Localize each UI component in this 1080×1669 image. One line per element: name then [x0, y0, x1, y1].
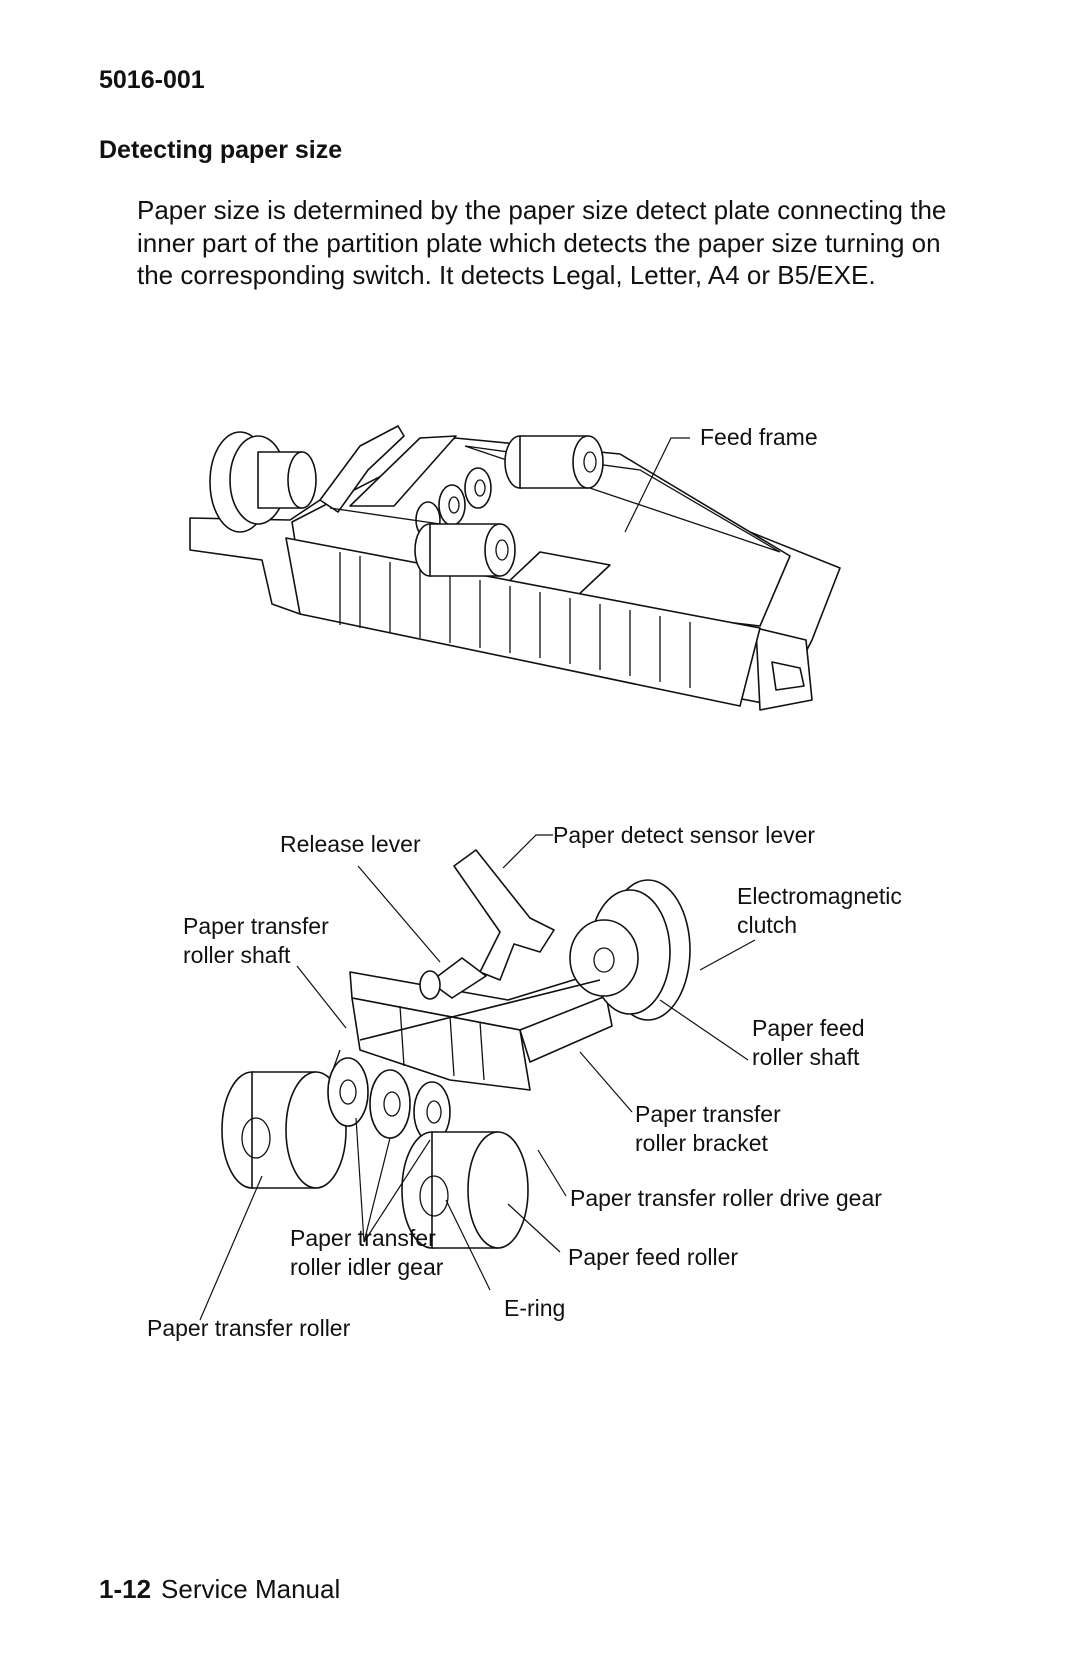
label-paper-transfer-roller-shaft-line1: Paper transfer: [183, 913, 329, 939]
body-paragraph: Paper size is determined by the paper si…: [137, 195, 947, 290]
label-paper-transfer-roller-bracket-line2: roller bracket: [635, 1130, 769, 1156]
page-footer: 1-12 Service Manual: [99, 1574, 340, 1605]
label-e-ring: E-ring: [504, 1295, 565, 1321]
label-release-lever: Release lever: [280, 831, 421, 857]
label-paper-transfer-roller-idler-gear-line2: roller idler gear: [290, 1254, 444, 1280]
label-electromagnetic-clutch-line2: clutch: [737, 912, 797, 938]
label-paper-detect-sensor-lever: Paper detect sensor lever: [553, 822, 815, 848]
paper-feed-roller-assembly-illustration: [221, 849, 691, 1249]
label-electromagnetic-clutch-line1: Electromagnetic: [737, 883, 902, 909]
feed-frame-illustration: [189, 425, 841, 711]
label-paper-transfer-roller-idler-gear-line1: Paper transfer: [290, 1225, 436, 1251]
label-feed-frame: Feed frame: [700, 424, 818, 450]
label-paper-transfer-roller-drive-gear: Paper transfer roller drive gear: [570, 1185, 882, 1211]
label-paper-transfer-roller-bracket-line1: Paper transfer: [635, 1101, 781, 1127]
label-paper-feed-roller-shaft-line2: roller shaft: [752, 1044, 860, 1070]
section-heading: Detecting paper size: [99, 136, 343, 164]
label-paper-feed-roller-shaft-line1: Paper feed: [752, 1015, 865, 1041]
manual-title: Service Manual: [161, 1574, 341, 1604]
label-paper-transfer-roller-shaft-line2: roller shaft: [183, 942, 291, 968]
label-paper-feed-roller: Paper feed roller: [568, 1244, 738, 1270]
label-paper-transfer-roller: Paper transfer roller: [147, 1315, 351, 1341]
document-number: 5016-001: [99, 66, 205, 94]
page-number: 1-12: [99, 1574, 152, 1604]
